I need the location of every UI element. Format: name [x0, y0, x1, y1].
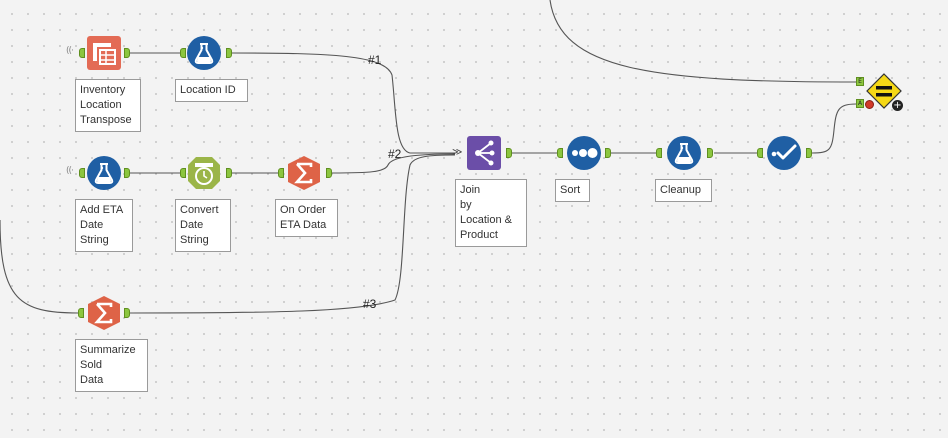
tool-label-inventory-transpose: Inventory Location Transpose [75, 79, 141, 132]
join-tool[interactable] [466, 135, 502, 171]
on-order-summarize-tool[interactable] [286, 155, 322, 191]
tool-label-summarize-sold: Summarize Sold Data [75, 339, 148, 392]
input-anchor[interactable] [656, 148, 662, 158]
datetime-clock-icon [188, 157, 220, 189]
location-id-tool[interactable] [186, 35, 222, 71]
input-anchor[interactable] [180, 168, 186, 178]
input-anchor-a[interactable]: A [856, 99, 864, 108]
inventory-transpose-tool[interactable] [86, 35, 122, 71]
select-check-icon [767, 136, 801, 170]
wire-label-1: #1 [368, 53, 382, 67]
tool-label-on-order: On Order ETA Data [275, 199, 338, 237]
wire-summarize-to-join [129, 154, 456, 314]
tool-label-location-id: Location ID [175, 79, 248, 102]
wire-select-to-test-a [811, 103, 857, 154]
sort-tool[interactable] [566, 135, 602, 171]
wire-location-id-to-join [231, 52, 455, 154]
add-connection-icon[interactable]: + [892, 100, 903, 111]
transpose-icon [87, 36, 121, 70]
output-anchor[interactable] [226, 48, 232, 58]
wire-left-loop-to-summarize [0, 219, 79, 314]
wire-top-to-test-e [549, 0, 857, 83]
multi-input-arrows-icon: ≫ [452, 147, 463, 158]
error-indicator-icon [865, 100, 874, 109]
test-equals-icon [866, 73, 902, 109]
formula-flask-icon [187, 36, 221, 70]
wire-on-order-to-join [331, 153, 456, 174]
select-tool[interactable] [766, 135, 802, 171]
join-icon [467, 136, 501, 170]
tool-label-cleanup: Cleanup [655, 179, 712, 202]
summarize-sigma-icon [88, 296, 120, 330]
output-anchor[interactable] [226, 168, 232, 178]
input-anchor[interactable] [79, 168, 85, 178]
output-anchor[interactable] [806, 148, 812, 158]
tool-label-join: Join by Location & Product [455, 179, 527, 247]
input-anchor[interactable] [557, 148, 563, 158]
sort-dots-icon [567, 136, 601, 170]
formula-flask-icon [667, 136, 701, 170]
input-signal-icon: ((· [66, 166, 74, 176]
formula-flask-icon [87, 156, 121, 190]
cleanup-tool[interactable] [666, 135, 702, 171]
output-anchor[interactable] [124, 308, 130, 318]
input-anchor[interactable] [278, 168, 284, 178]
input-anchor[interactable] [79, 48, 85, 58]
output-anchor[interactable] [124, 48, 130, 58]
output-anchor[interactable] [707, 148, 713, 158]
output-anchor[interactable] [326, 168, 332, 178]
tool-label-convert-date: Convert Date String [175, 199, 231, 252]
input-anchor[interactable] [180, 48, 186, 58]
output-anchor[interactable] [124, 168, 130, 178]
convert-date-tool[interactable] [186, 155, 222, 191]
wire-label-3: #3 [363, 297, 377, 311]
input-anchor[interactable] [78, 308, 84, 318]
output-anchor[interactable] [506, 148, 512, 158]
input-anchor[interactable] [757, 148, 763, 158]
tool-label-add-eta: Add ETA Date String [75, 199, 133, 252]
summarize-sigma-icon [288, 156, 320, 190]
test-tool[interactable] [866, 73, 902, 109]
input-signal-icon: ((· [66, 46, 74, 56]
output-anchor[interactable] [605, 148, 611, 158]
tool-label-sort: Sort [555, 179, 590, 202]
input-anchor-e[interactable]: E [856, 77, 864, 86]
wire-label-2: #2 [388, 147, 402, 161]
summarize-sold-tool[interactable] [86, 295, 122, 331]
add-eta-tool[interactable] [86, 155, 122, 191]
